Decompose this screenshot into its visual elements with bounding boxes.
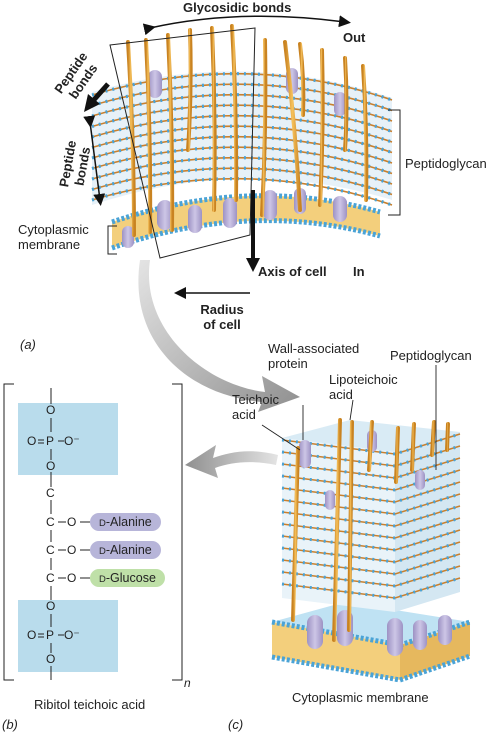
atom-c-4: C [46,571,55,585]
cytoplasmic-membrane-label-a: Cytoplasmic membrane [18,222,89,252]
alanine-name: -Alanine [106,543,152,557]
panel-c-letter: (c) [228,717,243,732]
d-glucose-pill: D-Glucose [90,569,165,587]
atom-o-6: O [67,571,76,585]
teichoic-line1: Teichoic [232,392,279,407]
radius-of-cell-label: Radius of cell [192,302,252,332]
atom-o-8: O [27,628,36,642]
atom-p-2: P [46,628,54,642]
teichoic-line2: acid [232,407,279,422]
protein [325,490,335,510]
atom-c-2: C [46,515,55,529]
transition-arrow-a-to-c [138,260,300,412]
peptidoglycan-label-a: Peptidoglycan [405,156,487,171]
d-prefix: D [99,546,106,557]
panel-b-letter: (b) [2,717,18,732]
alanine-name: -Alanine [106,515,152,529]
atom-o-4: O [67,515,76,529]
atom-o-9: O [46,652,55,666]
atom-c-1: C [46,486,55,500]
atom-o-3: O [46,459,55,473]
ribitol-caption: Ribitol teichoic acid [34,697,145,712]
panel-a-illustration [92,26,392,258]
glucose-name: -Glucose [106,571,156,585]
protein [299,440,311,468]
atom-p-1: P [46,434,54,448]
protein [307,615,323,649]
repeat-subscript-n: n [184,676,191,691]
teichoic-strand [447,424,448,450]
lipoteichoic-line2: acid [329,387,398,402]
wall-associated-protein-label: Wall-associated protein [268,341,359,371]
lipoteichoic-line1: Lipoteichoic [329,372,398,387]
glycosidic-arrow [150,16,345,28]
protein [387,618,403,656]
protein [188,205,202,233]
in-label: In [353,264,365,279]
protein [333,196,347,222]
panel-a-letter: (a) [20,337,36,352]
d-alanine-pill-1: D-Alanine [90,513,161,531]
peptidoglycan-label-c: Peptidoglycan [390,348,472,363]
glycosidic-bonds-label: Glycosidic bonds [183,0,291,15]
teichoic-strand [412,424,414,470]
panel-c-illustration [262,365,470,680]
transition-arrow-c-to-b [185,445,278,478]
atom-o-1: O [46,403,55,417]
protein [223,198,237,228]
d-prefix: D [99,518,106,529]
protein [415,470,425,490]
atom-o-minus-1: O⁻ [64,434,80,448]
wall-protein-line2: protein [268,356,359,371]
lipoteichoic-acid-label: Lipoteichoic acid [329,372,398,402]
protein [413,620,427,650]
protein [263,190,277,220]
wall-protein-line1: Wall-associated [268,341,359,356]
structure-bracket-left [4,384,14,680]
atom-o-7: O [46,599,55,613]
atom-c-3: C [46,543,55,557]
atom-o-minus-2: O⁻ [64,628,80,642]
axis-of-cell-label: Axis of cell [258,264,327,279]
radius-line1: Radius [192,302,252,317]
atom-o-2: O [27,434,36,448]
teichoic-strand [432,422,434,455]
cytoplasmic-line1: Cytoplasmic [18,222,89,237]
teichoic-acid-label: Teichoic acid [232,392,279,422]
cytoplasmic-line2: membrane [18,237,89,252]
d-alanine-pill-2: D-Alanine [90,541,161,559]
out-label: Out [343,30,365,45]
d-prefix: D [99,574,106,585]
teichoic-strand [396,428,398,482]
protein [334,92,346,116]
protein [438,615,452,645]
teichoic-strand [345,58,347,150]
cytoplasmic-membrane-label-c: Cytoplasmic membrane [292,690,429,705]
radius-line2: of cell [192,317,252,332]
atom-o-5: O [67,543,76,557]
structure-bracket-right [172,384,182,680]
peptidoglycan-block-side [395,432,460,612]
